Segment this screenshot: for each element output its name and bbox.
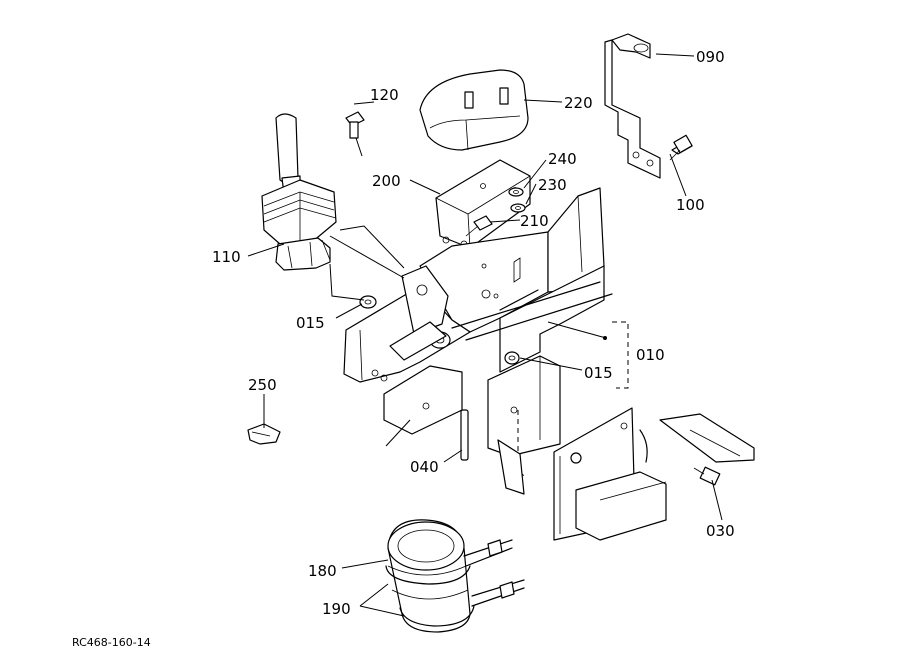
pin-040 [460, 409, 469, 461]
leader-lines [247, 53, 723, 617]
callout-200: 200 [372, 172, 401, 190]
callout-110: 110 [212, 248, 241, 266]
callout-015-right: 015 [584, 364, 613, 382]
callout-030: 030 [706, 522, 735, 540]
callout-120: 120 [370, 86, 399, 104]
callout-090: 090 [696, 48, 725, 66]
clamp-190-upper [385, 539, 513, 585]
washer-230 [510, 203, 526, 213]
bush-015-right [504, 351, 520, 365]
callout-250: 250 [248, 376, 277, 394]
bolt-210 [465, 215, 493, 237]
group-bracket-010 [612, 321, 629, 389]
joystick-110 [261, 113, 337, 271]
lower-frame [553, 407, 755, 541]
callout-230: 230 [538, 176, 567, 194]
housing-200 [435, 159, 531, 249]
boot-180 [387, 519, 471, 633]
callout-240: 240 [548, 150, 577, 168]
main-frame-010 [343, 187, 613, 495]
armrest-220 [419, 69, 529, 151]
bolt-120 [345, 111, 365, 157]
bush-015-left [359, 295, 377, 309]
callout-210: 210 [520, 212, 549, 230]
callout-220: 220 [564, 94, 593, 112]
clamp-190-lower [399, 579, 525, 627]
bolt-100 [669, 134, 693, 161]
washer-240 [508, 187, 524, 197]
callout-180: 180 [308, 562, 337, 580]
drawing-code: RC468-160-14 [72, 636, 151, 649]
callout-010: 010 [636, 346, 665, 364]
callout-190: 190 [322, 600, 351, 618]
callout-040: 040 [410, 458, 439, 476]
bolt-030 [693, 466, 721, 486]
callout-015-left: 015 [296, 314, 325, 332]
callout-labels: 090 220 120 200 240 230 210 100 110 015 … [72, 48, 735, 649]
bracket-090 [604, 33, 661, 179]
callout-100: 100 [676, 196, 705, 214]
